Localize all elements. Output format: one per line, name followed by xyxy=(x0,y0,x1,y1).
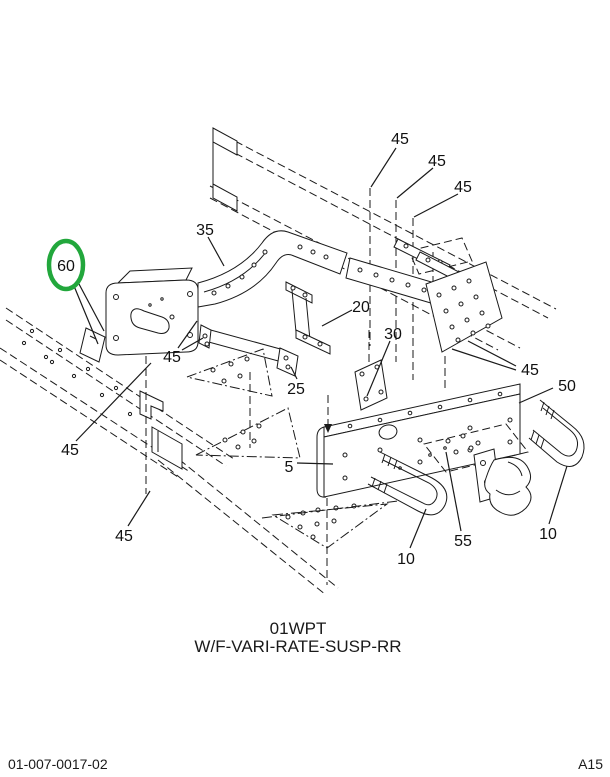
callout-45[interactable]: 45 xyxy=(454,179,472,196)
callout-5[interactable]: 5 xyxy=(285,459,294,476)
arrowhead xyxy=(324,424,332,433)
callout-10[interactable]: 10 xyxy=(397,551,415,568)
leader-lines xyxy=(73,147,568,549)
callout-45[interactable]: 45 xyxy=(163,349,181,366)
left-frame-rail xyxy=(0,307,339,596)
plate-30 xyxy=(354,330,388,411)
callout-labels: 45 45 45 35 60 20 30 45 45 25 45 50 5 45… xyxy=(57,131,576,568)
mounting-plate xyxy=(425,261,503,353)
callout-45[interactable]: 45 xyxy=(521,362,539,379)
shim-plate-60 xyxy=(79,327,106,363)
callout-45[interactable]: 45 xyxy=(61,442,79,459)
callout-25[interactable]: 25 xyxy=(287,381,305,398)
caption-description: W/F-VARI-RATE-SUSP-RR xyxy=(194,637,402,656)
callout-55[interactable]: 55 xyxy=(454,533,472,550)
callout-20[interactable]: 20 xyxy=(352,299,370,316)
callout-30[interactable]: 30 xyxy=(384,326,402,343)
callout-50[interactable]: 50 xyxy=(558,378,576,395)
highlight-ellipse xyxy=(46,238,86,292)
pintle-hook xyxy=(473,448,532,516)
document-number: 01-007-0017-02 xyxy=(8,756,108,772)
callout-60[interactable]: 60 xyxy=(57,258,75,275)
top-frame-rail xyxy=(209,127,557,351)
kidney-cutout xyxy=(130,308,170,334)
caption-code: 01WPT xyxy=(269,619,327,638)
callout-45[interactable]: 45 xyxy=(428,153,446,170)
gusset-plates xyxy=(185,348,399,585)
diagram-caption: 01WPT W/F-VARI-RATE-SUSP-RR xyxy=(0,620,596,656)
u-bolt-right xyxy=(528,399,585,467)
bracket-20 xyxy=(285,281,331,355)
callout-35[interactable]: 35 xyxy=(196,222,214,239)
angle-clip xyxy=(139,390,164,420)
callout-10[interactable]: 10 xyxy=(539,526,557,543)
page-code: A15 xyxy=(578,756,603,772)
callout-45[interactable]: 45 xyxy=(115,528,133,545)
u-bolt-left xyxy=(367,451,448,516)
crossmember-5 xyxy=(316,383,521,498)
rail-end-cap xyxy=(151,426,183,470)
callout-45[interactable]: 45 xyxy=(391,131,409,148)
